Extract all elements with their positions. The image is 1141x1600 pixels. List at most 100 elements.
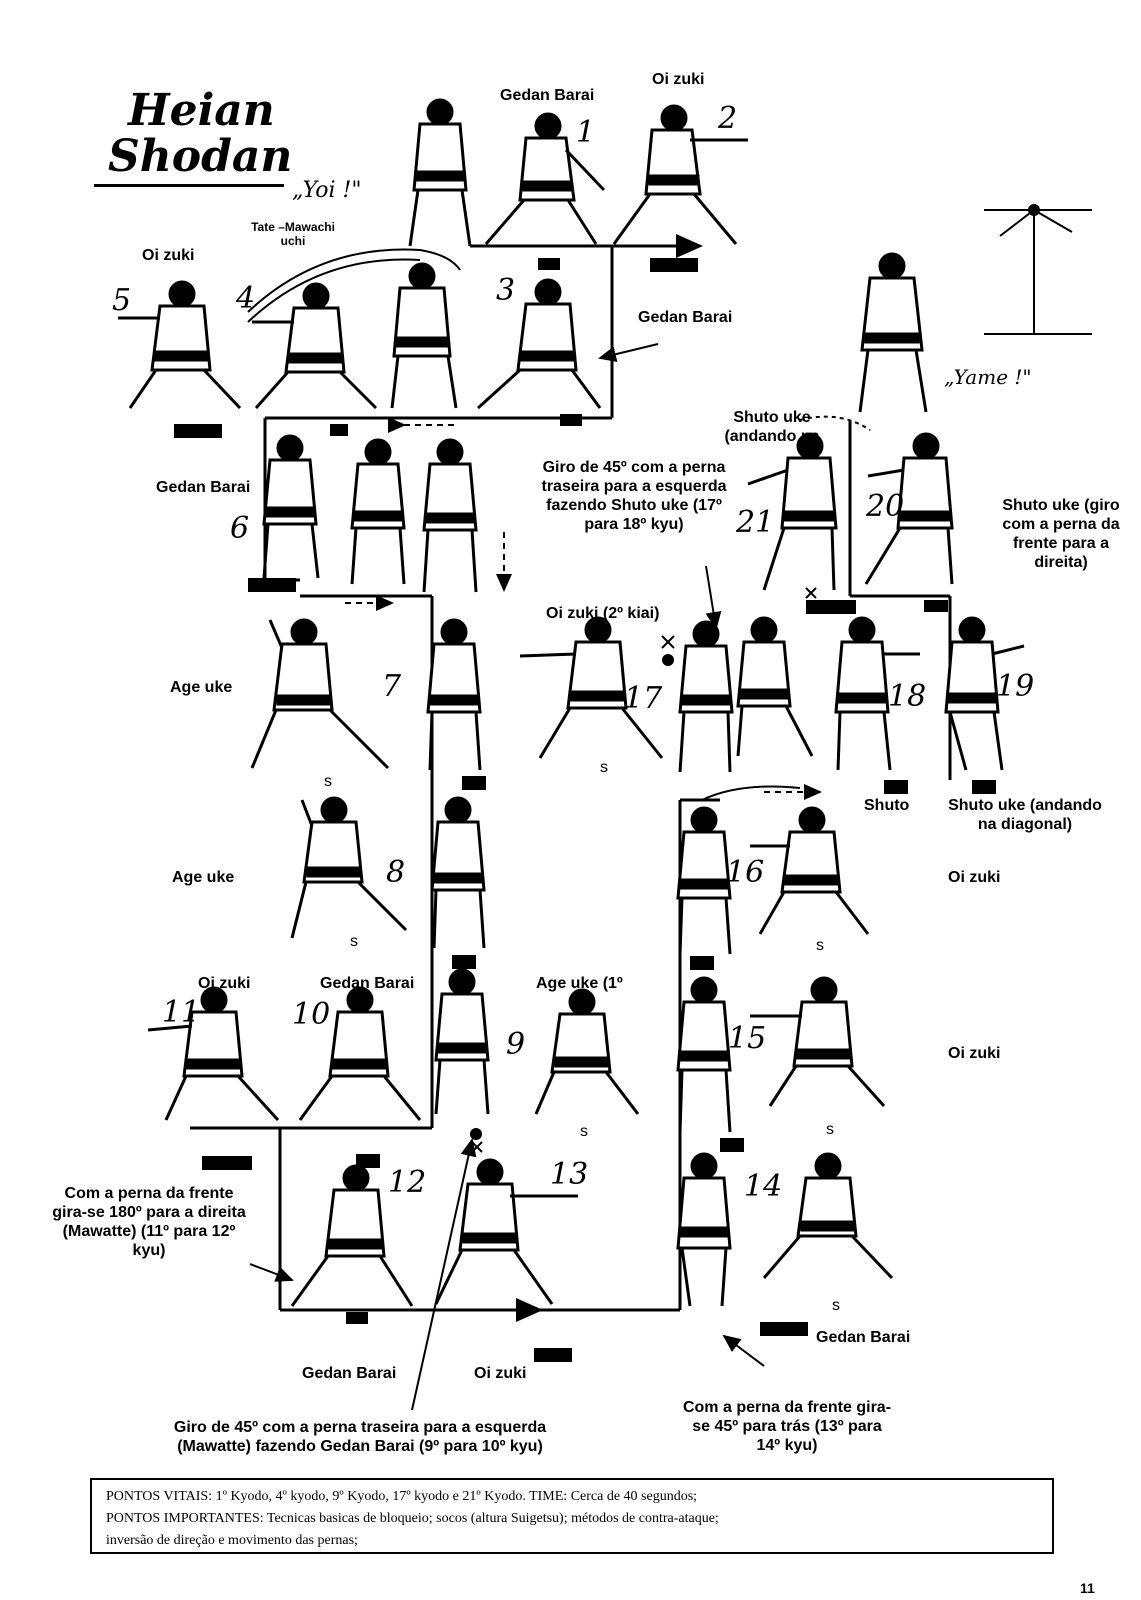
title-shodan: Shodan [108, 131, 293, 182]
label-age-uke-8: Age uke [172, 869, 235, 886]
label-age-uke-9: Age uke (1º [536, 975, 623, 992]
label-gedan-barai-10: Gedan Barai [320, 975, 415, 992]
foot-marker [884, 780, 908, 794]
foot-marker [924, 600, 948, 612]
label-giro-45-back: Com a perna da frente gira-se 45º para t… [682, 1399, 892, 1454]
label-tate-mawashi: Tate –Mawachi uchi [251, 220, 335, 248]
step-number: 20 [866, 489, 905, 524]
step-number: 12 [388, 1165, 427, 1200]
step-number: 11 [162, 995, 201, 1030]
step-number: 8 [386, 855, 406, 890]
label-oi-zuki-kiai: Oi zuki (2º kiai) [546, 605, 660, 622]
stance-mark: s [350, 933, 358, 950]
figure-6c [422, 438, 478, 593]
figure-7b [426, 618, 482, 771]
figure-yame [858, 252, 928, 413]
figure-9 [534, 988, 640, 1115]
figure-8 [290, 796, 408, 939]
label-giro-45-gedan: Giro de 45º com a perna traseira para a … [173, 1419, 547, 1455]
foot-marker [462, 776, 486, 790]
call-yoi: „Yoi !" [292, 178, 362, 203]
step-number: 7 [382, 669, 402, 704]
foot-marker [760, 1322, 808, 1336]
step-number: 14 [744, 1169, 783, 1204]
figure-11 [147, 986, 280, 1122]
foot-marker [650, 258, 698, 272]
notes-line-2: PONTOS IMPORTANTES: Tecnicas basicas de … [106, 1511, 719, 1526]
stance-mark: s [580, 1123, 588, 1140]
step-number: 19 [996, 669, 1035, 704]
label-oi-zuki-13: Oi zuki [474, 1365, 527, 1382]
figure-14a [676, 1152, 732, 1307]
figure-6b [350, 438, 406, 585]
figure-9a [434, 968, 490, 1115]
step-number: 18 [888, 679, 927, 714]
figure-19 [944, 616, 1025, 771]
step-number: 10 [292, 997, 331, 1032]
foot-marker [560, 414, 582, 426]
stance-mark: s [826, 1121, 834, 1138]
figure-10 [298, 986, 422, 1121]
label-gedan-barai-6: Gedan Barai [156, 479, 251, 496]
step-number: 5 [112, 283, 132, 318]
figure-16a [676, 806, 732, 955]
figure-17 [519, 616, 664, 759]
step-number: 16 [726, 855, 765, 890]
label-shuto-uke-19: Shuto uke (andando na diagonal) [948, 797, 1102, 833]
figure-17b [678, 620, 734, 773]
figure-turn-a [390, 262, 458, 409]
figure-1 [484, 112, 606, 245]
foot-marker [972, 780, 996, 794]
label-gedan-barai-12: Gedan Barai [302, 1365, 397, 1382]
figure-5 [118, 280, 242, 410]
figure-4 [252, 282, 378, 410]
foot-marker [690, 956, 714, 970]
title-underline [94, 184, 284, 187]
label-shuto-18: Shuto [864, 797, 910, 814]
figure-8b [430, 796, 486, 949]
foot-marker [248, 578, 296, 592]
label-gedan-barai-3: Gedan Barai [638, 309, 733, 326]
stance-mark: s [816, 937, 824, 954]
foot-marker [174, 424, 222, 438]
stance-mark: s [324, 773, 332, 790]
label-shuto-uke-20: Shuto uke (giro com a perna da frente pa… [1002, 497, 1120, 571]
figure-12 [290, 1164, 414, 1307]
figure-2 [612, 104, 748, 245]
figure-15a [676, 976, 732, 1133]
label-gedan-barai-1: Gedan Barai [500, 87, 595, 104]
figure-20 [864, 432, 954, 585]
stance-mark: s [832, 1297, 840, 1314]
label-oi-zuki-2: Oi zuki [652, 71, 705, 88]
foot-marker [806, 600, 856, 614]
page-number: 11 [1080, 1580, 1095, 1596]
label-giro-45-shuto: Giro de 45º com a perna traseira para a … [541, 459, 727, 533]
figure-7 [250, 618, 390, 770]
step-number: 21 [736, 505, 775, 540]
step-number: 13 [550, 1157, 589, 1192]
step-number: 1 [576, 115, 596, 150]
notes-box: PONTOS VITAIS: 1º Kyodo, 4º kyodo, 9º Ky… [90, 1478, 1054, 1554]
notes-line-1: PONTOS VITAIS: 1º Kyodo, 4º kyodo, 9º Ky… [106, 1489, 698, 1504]
foot-marker [202, 1156, 252, 1170]
figure-15 [750, 976, 886, 1108]
step-number: 9 [506, 1027, 526, 1062]
figure-yoi [408, 98, 472, 247]
call-yame: „Yame !" [944, 365, 1032, 389]
figure-17c [736, 616, 814, 757]
label-age-uke-7: Age uke [170, 679, 233, 696]
label-oi-zuki-16: Oi zuki [948, 869, 1001, 886]
step-number: 2 [718, 101, 738, 136]
label-shuto-uke-21: Shuto uke (andando na [724, 409, 820, 445]
label-mawatte-180: Com a perna da frente gira-se 180º para … [52, 1185, 246, 1259]
foot-marker [538, 258, 560, 270]
foot-marker [720, 1138, 744, 1152]
stance-mark: s [600, 759, 608, 776]
notes-line-3: inversão de direção e movimento das pern… [106, 1533, 358, 1548]
step-number: 4 [236, 281, 256, 316]
step-number: 17 [624, 681, 663, 716]
figure-3 [476, 278, 602, 410]
foot-marker [356, 1154, 380, 1168]
label-gedan-barai-14: Gedan Barai [816, 1329, 911, 1346]
